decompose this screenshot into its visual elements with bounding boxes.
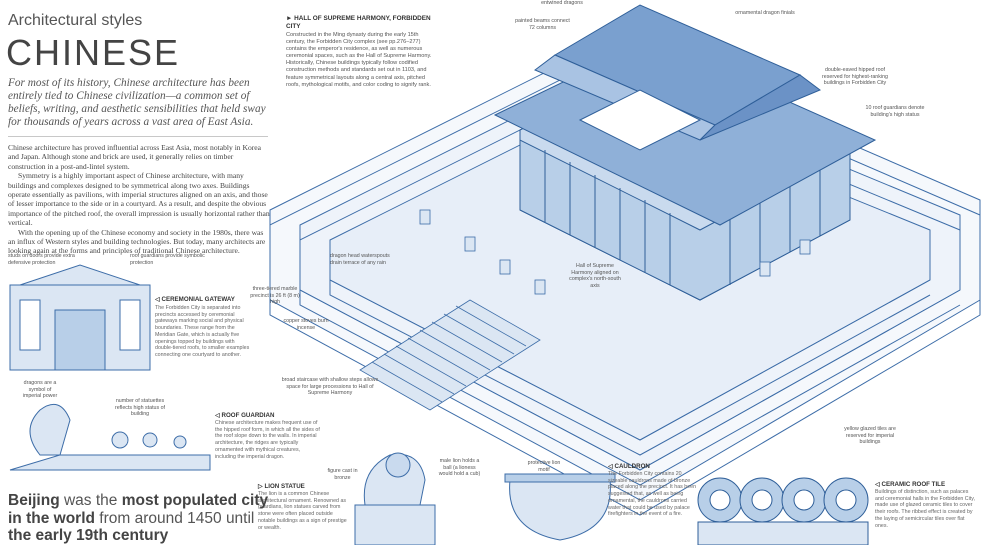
callout-yellow-tiles: yellow glazed tiles are reserved for imp… [844,426,896,446]
body-paragraph: Chinese architecture has proved influent… [8,143,262,171]
body-paragraph: Symmetry is a highly important aspect of… [8,171,270,228]
callout-hall-axis: Hall of Supreme Harmony aligned on compl… [569,263,621,289]
ceremonial-gateway-illustration [9,264,151,371]
callout-guardians: 10 roof guardians denote building's high… [865,105,925,118]
callout-dragons: entwined dragons [541,0,583,6]
beijing-text: was the [59,492,122,509]
callout-male-lion: male lion holds a ball (a lioness would … [438,458,481,478]
divider [8,136,268,137]
roof-guardian-illustration [9,403,211,471]
cauldron-text: The Forbidden City contains 20 sizeable … [608,471,697,518]
beijing-word: Beijing [8,492,60,509]
lion-heading: ▷ LION STATUE [258,483,305,490]
callout-copper: copper stoves burn incense [283,318,329,331]
page-title: CHINESE [6,32,181,73]
callout-figure-cast: figure cast in bronze [327,468,358,481]
beijing-fact: Beijing was the most populated city in t… [8,492,278,545]
callout-dragon-head: dragon head waterspouts drain terrace of… [330,253,390,266]
section-kicker: Architectural styles [8,12,143,29]
staircase-illustration [359,299,541,411]
ornaments-illustration [419,209,811,295]
beijing-highlight: the early 19th century [8,527,169,544]
callout-gate-guardians: roof guardians provide symbolic protecti… [130,253,205,266]
lion-statue-illustration [354,452,436,545]
callout-protective: protective lion motif [527,460,561,473]
roof-guardian-heading: ◁ ROOF GUARDIAN [215,412,275,419]
cauldron-heading: ◁ CAULDRON [608,463,650,470]
callout-beams: painted beams connect 72 columns [515,18,570,31]
callout-finials: ornamental dragon finials [735,10,795,16]
hall-heading: ► HALL OF SUPREME HARMONY, FORBIDDEN CIT… [286,15,431,30]
callout-double-roof: double-eaved hipped roof reserved for hi… [822,67,888,87]
callout-staircase: broad staircase with shallow steps allow… [281,377,379,397]
intro-paragraph: For most of its history, Chinese archite… [8,77,266,128]
roof-guardian-text: Chinese architecture makes frequent use … [215,420,320,460]
body-text: Chinese architecture has proved influent… [8,143,270,256]
body-paragraph: With the opening up of the Chinese econo… [8,227,266,256]
callout-imperial-dragons: dragons are a symbol of imperial power [22,380,58,400]
hall-description: Constructed in the Ming dynasty during t… [286,32,432,88]
roof-tile-text: Buildings of distinction, such as palace… [875,489,976,529]
hall-of-supreme-harmony-illustration [493,4,877,301]
cauldron-illustration [504,473,616,541]
roof-tile-heading: ◁ CERAMIC ROOF TILE [875,481,946,488]
ceramic-roof-tile-illustration [697,477,869,545]
gateway-text: The Forbidden City is separated into pre… [155,305,250,358]
beijing-highlight: most populated city in the world [8,492,269,527]
callout-marble: three-tiered marble precinct is 26 ft (8… [250,286,300,306]
beijing-text: from around 1450 until [94,509,255,527]
lion-text: The lion is a common Chinese architectur… [258,491,347,531]
callout-statuettes: number of statuettes reflects high statu… [114,398,166,418]
callout-studs: studs on doors provide extra defensive p… [8,253,75,266]
gateway-heading: ◁ CEREMONIAL GATEWAY [155,296,235,303]
